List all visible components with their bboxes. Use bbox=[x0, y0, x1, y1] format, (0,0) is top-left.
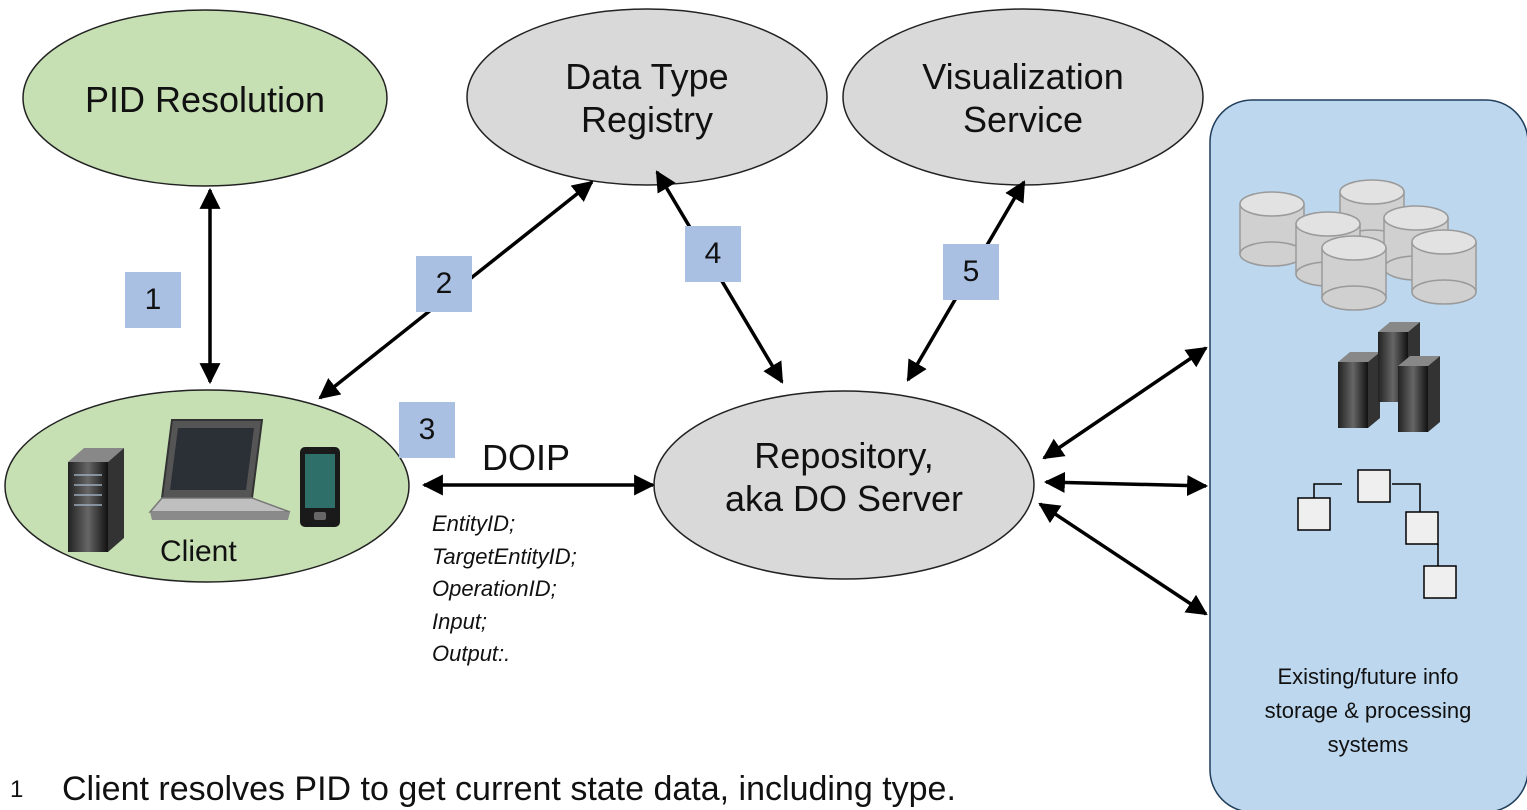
arrow-repository-panel-2 bbox=[1043, 471, 1209, 497]
step-badge-3: 3 bbox=[399, 402, 455, 458]
step-badge-1: 1 bbox=[125, 272, 181, 328]
doip-parameter-list: EntityID; TargetEntityID; OperationID; I… bbox=[432, 508, 577, 671]
footnote-text: Client resolves PID to get current state… bbox=[62, 770, 956, 808]
storage-caption-line-1: Existing/future info bbox=[1277, 664, 1459, 689]
visualization-service-label: Visualization Service bbox=[873, 55, 1173, 141]
database-cylinders-icon bbox=[1239, 179, 1477, 311]
step-badge-4: 4 bbox=[685, 226, 741, 282]
data-type-registry-label: Data Type Registry bbox=[497, 55, 797, 141]
doip-param-output: Output:. bbox=[432, 641, 511, 666]
doip-label: DOIP bbox=[482, 437, 571, 478]
repository-line-1: Repository, bbox=[754, 435, 934, 476]
pid-resolution-label: PID Resolution bbox=[84, 79, 326, 120]
data-type-registry-line-2: Registry bbox=[580, 99, 714, 140]
doip-param-operationid: OperationID; bbox=[432, 576, 557, 601]
step-badge-5: 5 bbox=[943, 244, 999, 300]
server-tower-icon bbox=[68, 448, 124, 552]
storage-caption-line-3: systems bbox=[1327, 732, 1409, 757]
data-type-registry-node bbox=[466, 8, 828, 186]
repository-label: Repository, aka DO Server bbox=[694, 434, 994, 520]
footnote-number: 1 bbox=[10, 776, 24, 803]
visualization-service-line-2: Service bbox=[962, 99, 1084, 140]
doip-param-targetentityid: TargetEntityID; bbox=[432, 543, 577, 569]
repository-line-2: aka DO Server bbox=[724, 478, 964, 519]
step-badge-2: 2 bbox=[416, 256, 472, 312]
arrow-repository-panel-1 bbox=[1042, 346, 1208, 460]
pid-resolution-node bbox=[22, 9, 388, 187]
data-type-registry-line-1: Data Type bbox=[565, 56, 729, 97]
doip-param-input: Input; bbox=[432, 608, 488, 634]
tree-structure-icon bbox=[1297, 469, 1457, 599]
server-cluster-icon bbox=[1338, 322, 1440, 432]
arrow-repository-panel-3 bbox=[1038, 502, 1208, 616]
laptop-icon bbox=[148, 419, 291, 520]
storage-panel-caption: Existing/future info storage & processin… bbox=[1216, 660, 1520, 762]
doip-param-entityid: EntityID; bbox=[432, 511, 516, 536]
storage-caption-line-2: storage & processing bbox=[1264, 698, 1472, 723]
client-label: Client bbox=[160, 535, 237, 568]
phone-icon bbox=[300, 447, 340, 527]
visualization-service-line-1: Visualization bbox=[922, 56, 1124, 97]
